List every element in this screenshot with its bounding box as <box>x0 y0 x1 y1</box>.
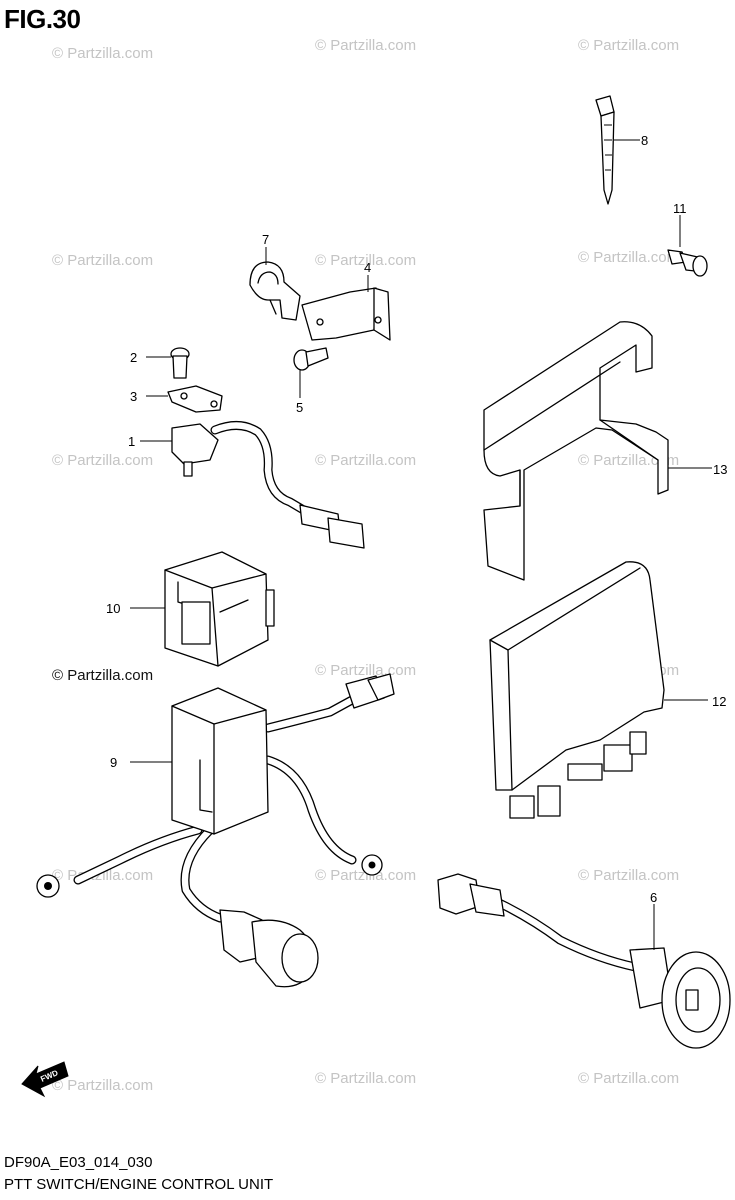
part-1-ptt-switch: 1 <box>128 421 365 549</box>
watermark: © Partzilla.com <box>52 452 153 469</box>
watermark: © Partzilla.com <box>315 252 416 269</box>
part-10-relay: 10 <box>106 551 275 667</box>
callout-4: 4 <box>364 260 371 275</box>
callout-12: 12 <box>712 694 726 709</box>
watermark: © Partzilla.com <box>578 37 679 54</box>
part-7-clamp: 7 <box>249 232 301 321</box>
watermark: © Partzilla.com <box>52 45 153 62</box>
part-9-wiring-harness: 9 <box>36 673 395 988</box>
part-5-screw: 5 <box>293 347 329 415</box>
part-13-ecu-cover: 13 <box>483 321 727 581</box>
watermark: © Partzilla.com <box>315 452 416 469</box>
callout-2: 2 <box>130 350 137 365</box>
callout-13: 13 <box>713 462 727 477</box>
part-3-plate: 3 <box>130 385 223 413</box>
callout-10: 10 <box>106 601 120 616</box>
watermark: © Partzilla.com <box>315 37 416 54</box>
callout-5: 5 <box>296 400 303 415</box>
part-12-ecu: 12 <box>489 561 726 819</box>
part-11-bolt: 11 <box>667 201 708 277</box>
callout-11: 11 <box>673 201 687 216</box>
watermark: © Partzilla.com <box>578 249 679 266</box>
watermark: © Partzilla.com <box>315 662 416 679</box>
callout-7: 7 <box>262 232 269 247</box>
watermark: © Partzilla.com <box>578 1070 679 1087</box>
part-8-cable-tie: 8 <box>595 95 648 205</box>
watermarks: © Partzilla.com © Partzilla.com © Partzi… <box>52 37 679 1094</box>
callout-1: 1 <box>128 434 135 449</box>
watermark: © Partzilla.com <box>315 867 416 884</box>
watermark: © Partzilla.com <box>52 252 153 269</box>
callout-6: 6 <box>650 890 657 905</box>
part-4-bracket: 4 <box>301 260 391 341</box>
diagram-caption: PTT SWITCH/ENGINE CONTROL UNIT <box>4 1176 274 1193</box>
callout-8: 8 <box>641 133 648 148</box>
fwd-arrow-icon: FWD <box>21 1061 69 1098</box>
part-6-trim-switch: 6 <box>437 873 731 1049</box>
watermark: © Partzilla.com <box>52 1077 153 1094</box>
part-2-bolt: 2 <box>130 347 190 379</box>
watermark: © Partzilla.com <box>578 867 679 884</box>
watermark-prominent: © Partzilla.com <box>52 667 153 684</box>
watermark: © Partzilla.com <box>315 1070 416 1087</box>
figure-title: FIG.30 <box>4 4 81 34</box>
parts-diagram: © Partzilla.com © Partzilla.com © Partzi… <box>21 37 731 1098</box>
callout-9: 9 <box>110 755 117 770</box>
callout-3: 3 <box>130 389 137 404</box>
diagram-code: DF90A_E03_014_030 <box>4 1154 153 1171</box>
